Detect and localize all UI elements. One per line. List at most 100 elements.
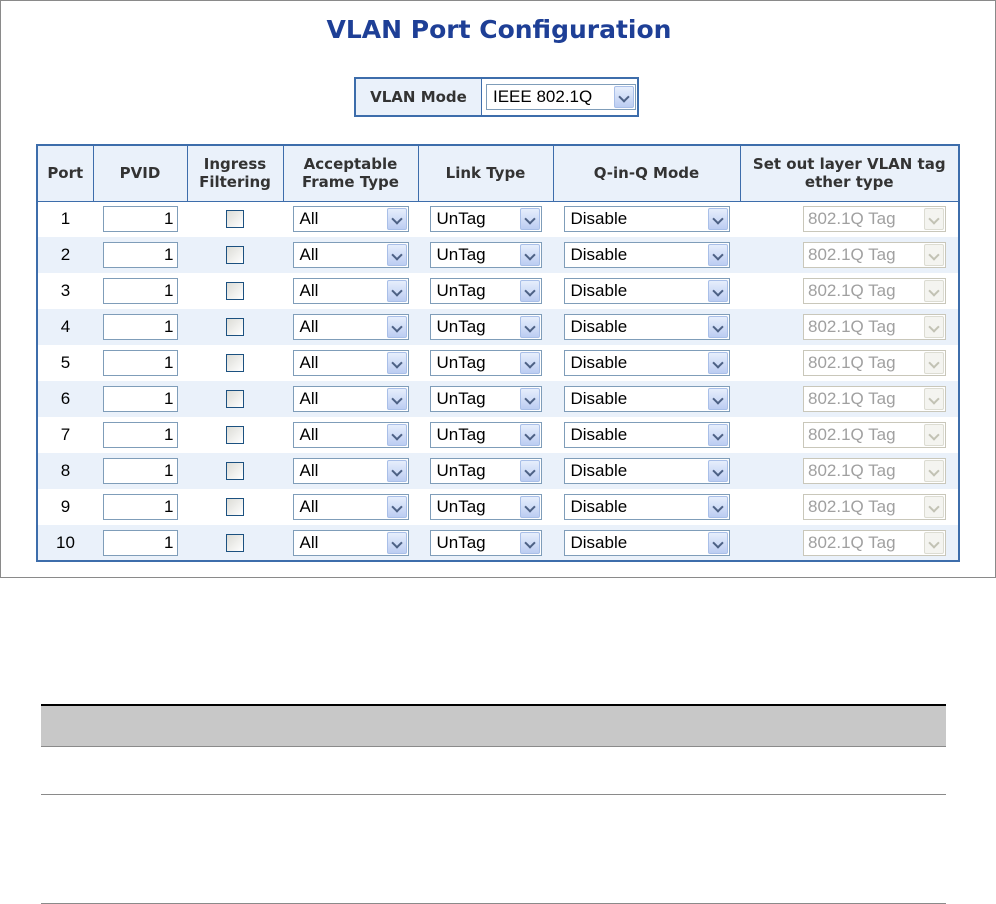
- chevron-down-icon[interactable]: [707, 244, 728, 266]
- chevron-down-icon[interactable]: [386, 280, 407, 302]
- frame-type-select[interactable]: All: [292, 529, 409, 556]
- link-type-select[interactable]: UnTag: [429, 242, 542, 268]
- chevron-down-icon[interactable]: [519, 388, 540, 410]
- chevron-down-icon[interactable]: [386, 352, 407, 374]
- qinq-mode-cell: Disable: [553, 201, 740, 237]
- link-type-select[interactable]: UnTag: [429, 206, 542, 233]
- qinq-mode-select[interactable]: Disable: [563, 422, 730, 448]
- chevron-down-icon[interactable]: [519, 208, 540, 231]
- frame-type-select[interactable]: All: [292, 458, 409, 484]
- ingress-filtering-cell: [187, 453, 283, 489]
- chevron-down-icon[interactable]: [707, 424, 728, 446]
- pvid-input[interactable]: 1: [102, 529, 178, 556]
- chevron-down-icon[interactable]: [707, 352, 728, 374]
- link-type-select[interactable]: UnTag: [429, 350, 542, 376]
- pvid-input[interactable]: 1: [102, 422, 178, 448]
- qinq-mode-select[interactable]: Disable: [563, 278, 730, 304]
- chevron-down-icon[interactable]: [707, 460, 728, 482]
- link-type-select[interactable]: UnTag: [429, 278, 542, 304]
- chevron-down-icon[interactable]: [519, 496, 540, 518]
- chevron-down-icon[interactable]: [386, 424, 407, 446]
- chevron-down-icon: [924, 531, 944, 554]
- chevron-down-icon[interactable]: [519, 244, 540, 266]
- frame-type-cell: All: [283, 381, 418, 417]
- chevron-down-icon[interactable]: [519, 460, 540, 482]
- chevron-down-icon[interactable]: [614, 86, 634, 108]
- ether-type-select: 802.1Q Tag: [803, 278, 946, 304]
- description-table-header: [41, 704, 946, 747]
- qinq-mode-select[interactable]: Disable: [563, 458, 730, 484]
- frame-type-select[interactable]: All: [292, 422, 409, 448]
- ether-type-cell: 802.1Q Tag: [740, 453, 960, 489]
- link-type-select[interactable]: UnTag: [429, 458, 542, 484]
- pvid-input[interactable]: 1: [102, 458, 178, 484]
- chevron-down-icon[interactable]: [707, 280, 728, 302]
- chevron-down-icon[interactable]: [386, 316, 407, 338]
- link-type-select[interactable]: UnTag: [429, 386, 542, 412]
- pvid-input[interactable]: 1: [102, 386, 178, 412]
- frame-type-select[interactable]: All: [292, 314, 409, 340]
- frame-type-select[interactable]: All: [292, 206, 409, 233]
- port-number: 6: [36, 381, 93, 417]
- chevron-down-icon[interactable]: [386, 460, 407, 482]
- qinq-mode-select[interactable]: Disable: [563, 314, 730, 340]
- pvid-input[interactable]: 1: [102, 242, 178, 268]
- qinq-mode-select[interactable]: Disable: [563, 242, 730, 268]
- chevron-down-icon[interactable]: [386, 208, 407, 231]
- link-type-select[interactable]: UnTag: [429, 494, 542, 520]
- frame-type-select[interactable]: All: [292, 278, 409, 304]
- chevron-down-icon[interactable]: [519, 424, 540, 446]
- ingress-filtering-checkbox[interactable]: [226, 246, 244, 264]
- chevron-down-icon[interactable]: [707, 316, 728, 338]
- qinq-mode-select[interactable]: Disable: [563, 206, 730, 233]
- ingress-filtering-checkbox[interactable]: [226, 498, 244, 516]
- ingress-filtering-cell: [187, 309, 283, 345]
- chevron-down-icon[interactable]: [519, 352, 540, 374]
- qinq-mode-value: Disable: [570, 461, 628, 480]
- ingress-filtering-checkbox[interactable]: [226, 426, 244, 444]
- chevron-down-icon[interactable]: [519, 280, 540, 302]
- chevron-down-icon[interactable]: [519, 531, 540, 554]
- chevron-down-icon[interactable]: [707, 531, 728, 554]
- link-type-select[interactable]: UnTag: [429, 422, 542, 448]
- frame-type-select[interactable]: All: [292, 494, 409, 520]
- chevron-down-icon[interactable]: [707, 496, 728, 518]
- frame-type-select[interactable]: All: [292, 242, 409, 268]
- chevron-down-icon[interactable]: [707, 208, 728, 231]
- link-type-cell: UnTag: [418, 201, 553, 237]
- ingress-filtering-checkbox[interactable]: [226, 282, 244, 300]
- frame-type-value: All: [299, 425, 319, 444]
- ingress-filtering-checkbox[interactable]: [226, 210, 244, 229]
- frame-type-select[interactable]: All: [292, 350, 409, 376]
- qinq-mode-select[interactable]: Disable: [563, 529, 730, 556]
- chevron-down-icon[interactable]: [707, 388, 728, 410]
- link-type-select[interactable]: UnTag: [429, 314, 542, 340]
- ingress-filtering-checkbox[interactable]: [226, 462, 244, 480]
- ingress-filtering-checkbox[interactable]: [226, 354, 244, 372]
- frame-type-value: All: [299, 532, 319, 552]
- link-type-value: UnTag: [436, 425, 486, 444]
- ingress-filtering-checkbox[interactable]: [226, 533, 244, 552]
- qinq-mode-select[interactable]: Disable: [563, 494, 730, 520]
- link-type-select[interactable]: UnTag: [429, 529, 542, 556]
- ether-type-cell: 802.1Q Tag: [740, 237, 960, 273]
- chevron-down-icon[interactable]: [386, 388, 407, 410]
- ether-type-value: 802.1Q Tag: [808, 461, 896, 480]
- pvid-input[interactable]: 1: [102, 350, 178, 376]
- chevron-down-icon[interactable]: [519, 316, 540, 338]
- vlan-mode-select[interactable]: IEEE 802.1Q: [486, 84, 636, 110]
- pvid-input[interactable]: 1: [102, 278, 178, 304]
- qinq-mode-select[interactable]: Disable: [563, 386, 730, 412]
- chevron-down-icon[interactable]: [386, 244, 407, 266]
- frame-type-select[interactable]: All: [292, 386, 409, 412]
- pvid-input[interactable]: 1: [102, 314, 178, 340]
- qinq-mode-value: Disable: [570, 317, 628, 336]
- chevron-down-icon[interactable]: [386, 496, 407, 518]
- ingress-filtering-checkbox[interactable]: [226, 390, 244, 408]
- pvid-input[interactable]: 1: [102, 206, 178, 233]
- pvid-input[interactable]: 1: [102, 494, 178, 520]
- ingress-filtering-checkbox[interactable]: [226, 318, 244, 336]
- qinq-mode-select[interactable]: Disable: [563, 350, 730, 376]
- chevron-down-icon[interactable]: [386, 531, 407, 554]
